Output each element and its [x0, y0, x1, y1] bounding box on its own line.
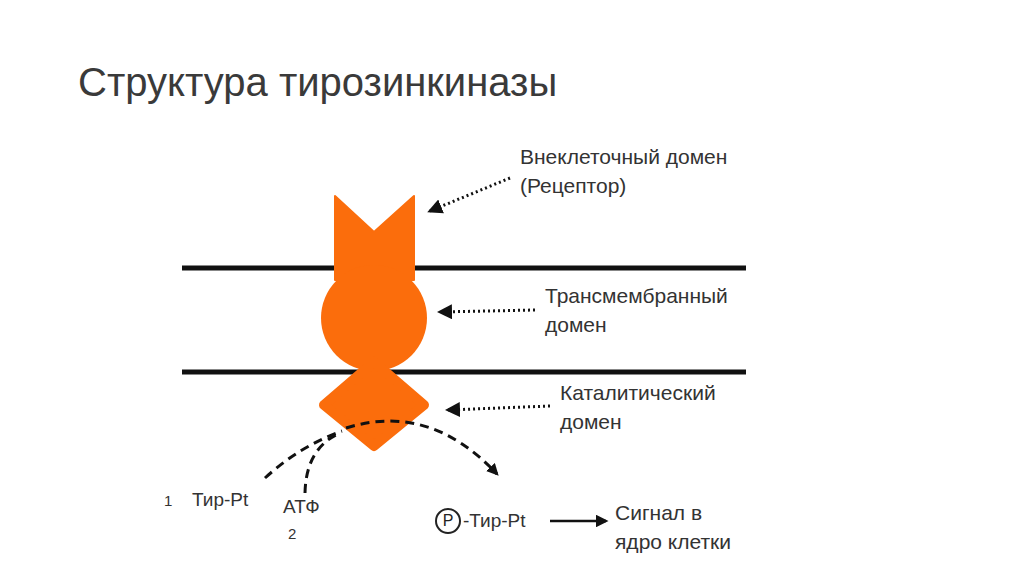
- signal-label: Сигнал в ядро клетки: [615, 499, 740, 557]
- membrane-line: [182, 370, 746, 375]
- node-text: P: [443, 513, 454, 529]
- reaction-curve: [265, 421, 497, 493]
- signal-arrow: [550, 520, 606, 523]
- callout-label: Внеклеточный домен (Рецептор): [520, 143, 770, 201]
- substrate-label: Тир-Pt: [192, 487, 248, 513]
- phosphate-circle: P: [435, 508, 461, 534]
- callout-label: Трансмембранный домен: [545, 282, 745, 340]
- receptor-shape: [321, 196, 427, 446]
- callout-number: 1: [164, 491, 172, 512]
- atp-label: АТФ: [283, 494, 320, 520]
- slide-title: Структура тирозинкиназы: [78, 58, 557, 106]
- leader-arrow: [430, 178, 550, 410]
- membrane-line: [182, 266, 746, 271]
- callout-number: 2: [288, 524, 296, 545]
- callout-label: Каталитический домен: [560, 379, 750, 437]
- product-label: -Тир-Pt: [463, 508, 526, 534]
